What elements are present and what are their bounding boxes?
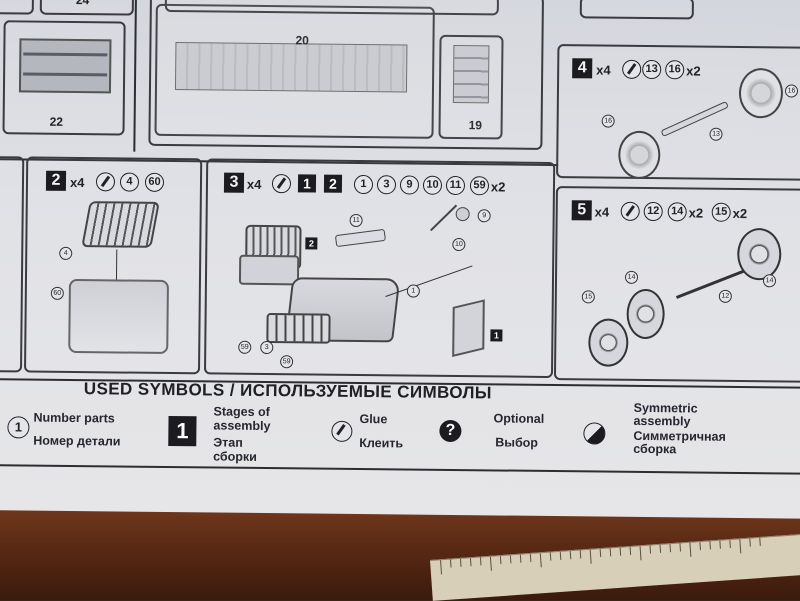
part-14: 14 (667, 202, 687, 222)
part-1: 1 (353, 174, 374, 195)
truck-grille-part (266, 313, 331, 344)
step2-count: x4 (69, 174, 85, 191)
step5-badge: 5 (571, 200, 592, 221)
base-tray-part (68, 278, 169, 354)
label-1: 1 (406, 284, 420, 298)
glue-icon (622, 59, 642, 79)
fender-part (452, 299, 485, 357)
step4-mult: x2 (686, 63, 701, 79)
step5-mult-15: x2 (732, 205, 748, 222)
symmetric-ru-2: сборка (633, 441, 677, 457)
label-14b: 14 (762, 274, 777, 288)
step2-badge: 2 (45, 170, 67, 191)
step3-badge: 3 (223, 172, 245, 193)
question-icon: ? (439, 419, 462, 443)
stage-1: 1 (297, 174, 317, 193)
panel-22 (2, 20, 126, 136)
glue-ru: Клеить (359, 435, 404, 451)
stages-ru-2: сборки (213, 449, 257, 464)
step3-mult: x2 (490, 179, 506, 195)
left-edge-panel (0, 156, 25, 373)
instruction-sheet: 24 22 20 19 4 x4 13 16 x2 16 16 13 2 x4 … (0, 0, 800, 519)
label-14a: 14 (624, 270, 639, 284)
stages-en-2: assembly (213, 418, 271, 434)
glue-icon (271, 174, 292, 194)
panel-top-small (0, 0, 34, 15)
top-section-frame (148, 0, 544, 150)
cab-base-part (238, 254, 300, 286)
number-parts-ru: Номер детали (33, 433, 121, 449)
label-16b: 16 (784, 84, 799, 98)
step4-count: x4 (596, 62, 611, 78)
part-16: 16 (665, 60, 685, 80)
stage-2: 2 (323, 174, 343, 193)
part-12: 12 (643, 201, 663, 222)
label-4: 4 (59, 246, 73, 260)
label-15: 15 (581, 290, 595, 304)
panel-24-number: 24 (75, 0, 90, 8)
part-4: 4 (119, 172, 140, 192)
grille-lid-part (81, 201, 160, 248)
mirror-part (455, 206, 470, 222)
label-16a: 16 (601, 114, 615, 128)
label-60: 60 (50, 286, 64, 300)
panel-22-part (18, 38, 112, 94)
part-15: 15 (711, 202, 731, 222)
stages-ru-1: Этап (213, 435, 243, 450)
label-13: 13 (709, 127, 723, 141)
step5-mult-14: x2 (688, 205, 704, 221)
stages-symbol: 1 (168, 415, 197, 447)
label-3: 3 (260, 340, 274, 355)
panel-22-number: 22 (49, 114, 64, 129)
part-13: 13 (642, 59, 662, 80)
glue-icon (95, 172, 116, 192)
label-59b: 59 (280, 355, 294, 369)
glue-legend-icon (331, 420, 353, 442)
legend-bottom-rule (0, 464, 800, 475)
stages-en-1: Stages of (213, 404, 270, 420)
step4-badge: 4 (572, 58, 593, 79)
label-12: 12 (718, 289, 732, 303)
label-9: 9 (477, 209, 491, 223)
part-10: 10 (422, 175, 443, 195)
symmetric-en-2: assembly (633, 413, 691, 429)
label-10: 10 (452, 237, 466, 252)
symmetric-icon (583, 422, 606, 445)
stage-2-marker: 2 (305, 237, 318, 250)
part-60: 60 (144, 172, 165, 192)
part-3: 3 (376, 175, 397, 195)
part-59: 59 (469, 176, 490, 196)
legend-title: USED SYMBOLS / ИСПОЛЬЗУЕМЫЕ СИМВОЛЫ (83, 379, 493, 403)
part-11: 11 (445, 175, 466, 196)
label-11: 11 (349, 213, 363, 228)
number-parts-symbol: 1 (7, 416, 30, 439)
glue-icon (620, 201, 640, 221)
step3-count: x4 (246, 176, 262, 192)
panel-top-right (579, 0, 694, 20)
top-divider (133, 0, 137, 152)
optional-en: Optional (493, 411, 545, 426)
step5-count: x4 (594, 204, 610, 220)
part-9: 9 (399, 175, 420, 195)
glue-en: Glue (359, 411, 388, 427)
optional-ru: Выбор (495, 435, 539, 450)
stage-1-marker: 1 (490, 329, 503, 342)
label-59a: 59 (238, 340, 252, 354)
number-parts-en: Number parts (33, 410, 115, 426)
